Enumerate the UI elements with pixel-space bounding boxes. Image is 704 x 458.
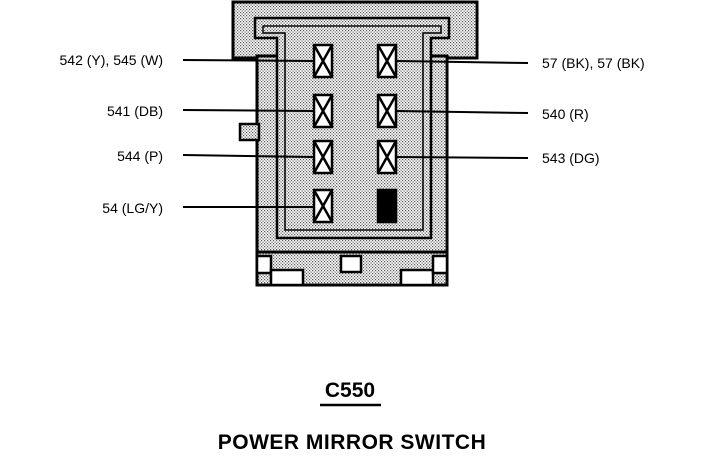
- leader-left-2: [182, 109, 315, 112]
- pin-label-left-3: 544 (P): [117, 148, 163, 164]
- connector-name: POWER MIRROR SWITCH: [218, 431, 486, 454]
- terminal-left-4: [312, 188, 334, 224]
- leader-left-3: [182, 154, 315, 158]
- connector-side-key: [238, 122, 261, 142]
- pin-label-left-4: 54 (LG/Y): [102, 200, 163, 216]
- connector-notch-left: [255, 254, 273, 275]
- terminal-right-2: [376, 93, 398, 129]
- leader-right-3: [395, 156, 529, 159]
- connector-notch-right-inner: [399, 268, 435, 287]
- leader-left-1: [182, 59, 315, 62]
- connector-notch-left-inner: [269, 268, 305, 287]
- connector-notch-right: [431, 254, 449, 275]
- connector-cavity-inner: [262, 25, 442, 231]
- wire-labels: 542 (Y), 545 (W) 541 (DB) 544 (P) 54 (LG…: [60, 52, 645, 216]
- pin-label-right-1: 57 (BK), 57 (BK): [542, 55, 645, 71]
- terminal-left-3: [312, 139, 334, 175]
- pin-label-left-2: 541 (DB): [107, 103, 163, 119]
- terminal-right-3: [376, 139, 398, 175]
- pin-label-right-3: 543 (DG): [542, 150, 600, 166]
- terminal-left-1: [312, 43, 334, 79]
- terminal-left-2: [312, 93, 334, 129]
- pin-label-right-2: 540 (R): [542, 106, 589, 122]
- leader-right-1: [395, 60, 529, 64]
- connector-id: C550: [325, 379, 375, 402]
- leader-right-2: [395, 110, 529, 114]
- connector-cavity-outline: [253, 16, 451, 240]
- pin-terminals: [312, 43, 398, 224]
- terminal-right-1: [376, 43, 398, 79]
- pin-label-left-1: 542 (Y), 545 (W): [60, 52, 163, 68]
- leader-lines: [182, 59, 529, 208]
- terminal-right-4-blocked: [376, 188, 398, 224]
- connector-notch-center: [339, 254, 363, 274]
- connector-body: [231, 0, 479, 287]
